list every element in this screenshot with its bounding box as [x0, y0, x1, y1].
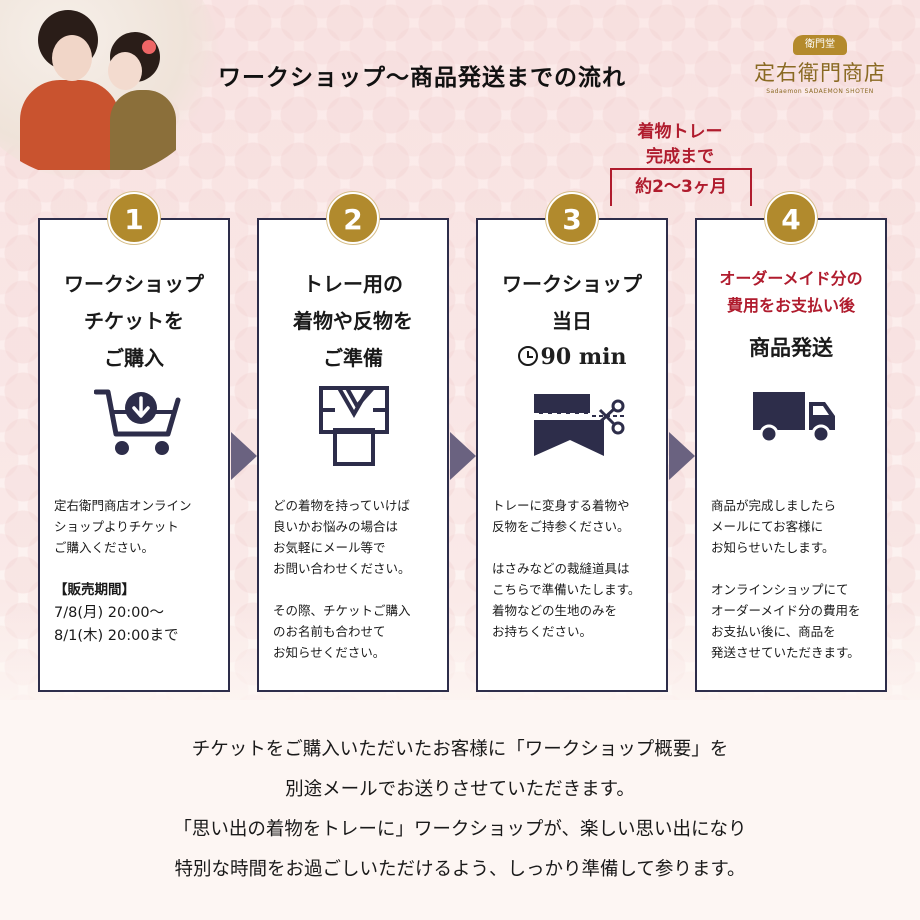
shopping-cart-icon: [94, 389, 181, 455]
note-line-1: 着物トレー: [637, 122, 723, 142]
step-card-1: ワークショップ チケットを ご購入 定右衛門商店オンライン ショップよりチケット…: [38, 218, 230, 692]
step-1-title-line: チケットを: [84, 309, 184, 333]
logo-name: 定右衛門商店: [754, 61, 886, 85]
step-2-body-note: その際、チケットご購入 のお名前も合わせて お知らせください。: [273, 603, 411, 660]
footer-line: チケットをご購入いただいたお客様に「ワークショップ概要」を: [191, 739, 729, 760]
step-2-title-line: 着物や反物を: [293, 309, 413, 333]
note-line-2: 完成まで: [646, 147, 714, 167]
step-card-4: オーダーメイド分の 費用をお支払い後 商品発送 商品が完成しましたら メールにて…: [695, 218, 887, 692]
step-1-body: 定右衛門商店オンライン ショップよりチケット ご購入ください。: [54, 498, 192, 555]
sales-period-start: 7/8(月) 20:00〜: [54, 605, 165, 621]
step-4-condition-line: 費用をお支払い後: [726, 296, 855, 315]
clock-icon: [517, 346, 538, 366]
note-bracket: [610, 168, 752, 206]
fabric-scissors-icon: [534, 394, 626, 456]
delivery-truck-icon: [753, 392, 835, 444]
footer-line: 特別な時間をお過ごしいただけるよう、しっかり準備して参ります。: [174, 859, 746, 880]
step-1-title-line: ワークショップ: [64, 272, 204, 296]
step-card-2: トレー用の 着物や反物を ご準備 どの着物を持っていけば 良いかお悩みの場合は …: [257, 218, 449, 692]
step-arrow: [231, 432, 257, 480]
step-4-body: 商品が完成しましたら メールにてお客様に お知らせいたします。: [711, 498, 837, 555]
step-2-title-line: トレー用の: [303, 272, 403, 296]
step-badge-2: 2: [327, 192, 379, 244]
step-arrow: [669, 432, 695, 480]
kimono-icon: [319, 386, 389, 466]
step-3-body: トレーに変身する着物や 反物をご持参ください。: [492, 498, 630, 534]
footer-line: 別途メールでお送りさせていただきます。: [285, 779, 635, 800]
footer-message: チケットをご購入いただいたお客様に「ワークショップ概要」を 別途メールでお送りさ…: [0, 730, 920, 890]
page-title: ワークショップ〜商品発送までの流れ: [218, 65, 626, 91]
step-3-body-note: はさみなどの裁縫道具は こちらで準備いたします。 着物などの生地のみを お持ちく…: [492, 561, 641, 639]
step-card-3: ワークショップ 当日 90 min トレーに変身する着物や 反物をご持参ください…: [476, 218, 668, 692]
step-2-body: どの着物を持っていけば 良いかお悩みの場合は お気軽にメール等で お問い合わせく…: [273, 498, 411, 576]
step-4-condition-line: オーダーメイド分の: [719, 269, 863, 288]
brand-logo[interactable]: 衛門堂 定右衛門商店 Sadaemon SADAEMON SHOTEN: [745, 35, 895, 95]
footer-line: 「思い出の着物をトレーに」ワークショップが、楽しい思い出になり: [173, 819, 747, 840]
step-3-title-line: ワークショップ: [502, 272, 642, 296]
step-1-title-line: ご購入: [104, 346, 164, 370]
step-arrow: [450, 432, 476, 480]
sales-period-label: 【販売期間】: [54, 582, 135, 598]
step-badge-1: 1: [108, 192, 160, 244]
logo-subtitle: Sadaemon SADAEMON SHOTEN: [766, 88, 874, 95]
step-2-title-line: ご準備: [323, 346, 383, 370]
step-badge-4: 4: [765, 192, 817, 244]
logo-crest: 衛門堂: [793, 35, 847, 55]
step-4-title: 商品発送: [749, 336, 833, 360]
completion-note: 着物トレー 完成まで: [600, 120, 760, 170]
step-badge-3: 3: [546, 192, 598, 244]
note-line-3: 約2〜3ヶ月: [635, 177, 727, 197]
sales-period-end: 8/1(木) 20:00まで: [54, 628, 179, 644]
workshop-duration: 90 min: [540, 344, 627, 370]
step-4-body-note: オンラインショップにて オーダーメイド分の費用を お支払い後に、商品を 発送させ…: [711, 582, 861, 660]
step-3-title-line: 当日: [552, 309, 592, 333]
